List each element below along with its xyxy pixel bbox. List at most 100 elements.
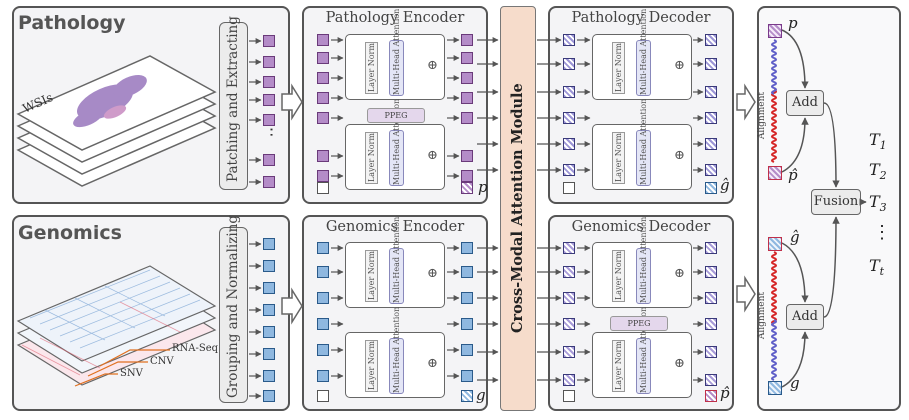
pathology-input-panel bbox=[12, 6, 290, 204]
encoder-output-token-p bbox=[461, 182, 473, 194]
residual-add-icon: ⊕ bbox=[674, 356, 685, 371]
pathology-patch-token bbox=[263, 94, 275, 106]
genomics-title: Genomics bbox=[18, 222, 122, 244]
genomics-group-token bbox=[263, 390, 275, 402]
pathology-encoder-token bbox=[461, 150, 473, 162]
fusion-label-p-hat: p̂ bbox=[788, 166, 798, 184]
layer-norm-label: Layer Norm bbox=[612, 340, 625, 392]
pathology-encoder-title: Pathology Encoder bbox=[325, 10, 465, 26]
genomics-decoder-token bbox=[563, 374, 575, 386]
fusion-token-p bbox=[768, 24, 782, 38]
pathology-patch-token bbox=[263, 56, 275, 68]
ppeg-block: PPEG bbox=[367, 108, 425, 123]
multi-head-attention-label: Multi-Head Attention bbox=[389, 99, 404, 186]
rna-seq-label: RNA-Seq bbox=[172, 343, 219, 354]
genomics-decoder-token bbox=[563, 292, 575, 304]
add-label-bottom: Add bbox=[791, 309, 819, 324]
genomics-group-token bbox=[263, 260, 275, 272]
multi-head-attention-label: Multi-Head Attention bbox=[389, 307, 404, 394]
multi-head-attention-label: Multi-Head Attention bbox=[389, 217, 404, 304]
fusion-label-g: g bbox=[790, 374, 800, 392]
decoder-output-token-g-hat bbox=[705, 182, 717, 194]
genomics-encoder-token bbox=[461, 242, 473, 254]
pathology-patch-token bbox=[263, 154, 275, 166]
layer-norm-label: Layer Norm bbox=[365, 42, 378, 94]
cnv-label: CNV bbox=[150, 356, 174, 367]
task-t3: T3 bbox=[869, 192, 887, 215]
task-ellipsis: ⋮ bbox=[873, 222, 891, 243]
pathology-decoder-token bbox=[563, 164, 575, 176]
genomics-group-token bbox=[263, 238, 275, 250]
genomics-encoder-token bbox=[317, 370, 329, 382]
pathology-encoder-token bbox=[461, 92, 473, 104]
genomics-encoder-token bbox=[317, 292, 329, 304]
genomics-encoder-title: Genomics Encoder bbox=[325, 219, 465, 235]
genomics-encoder-token bbox=[461, 344, 473, 356]
class-token bbox=[317, 390, 329, 402]
genomics-group-token bbox=[263, 304, 275, 316]
multi-head-attention-label: Multi-Head Attention bbox=[636, 307, 651, 394]
layer-norm-label: Layer Norm bbox=[365, 250, 378, 302]
pathology-decoder-token bbox=[705, 112, 717, 124]
pathology-decoder-token bbox=[705, 86, 717, 98]
layer-norm-label: Layer Norm bbox=[365, 340, 378, 392]
genomics-decoder-token bbox=[705, 318, 717, 330]
pathology-encoder-token bbox=[461, 34, 473, 46]
pathology-encoder-token bbox=[461, 72, 473, 84]
pathology-patch-token bbox=[263, 35, 275, 47]
layer-norm-label: Layer Norm bbox=[365, 132, 378, 184]
grouping-normalizing-box bbox=[219, 227, 248, 403]
pathology-decoder-token bbox=[563, 86, 575, 98]
genomics-decoder-token bbox=[563, 242, 575, 254]
grouping-normalizing-label: Grouping and Normalizing bbox=[225, 215, 241, 398]
genomics-group-token bbox=[263, 348, 275, 360]
genomics-encoder-token bbox=[317, 242, 329, 254]
genomics-decoder-token bbox=[563, 266, 575, 278]
pathology-decoder-token bbox=[563, 34, 575, 46]
encoder-output-token-g bbox=[461, 390, 473, 402]
genomics-decoder-token bbox=[705, 292, 717, 304]
pathology-encoder-token bbox=[317, 34, 329, 46]
pathology-encoder-token bbox=[317, 150, 329, 162]
residual-add-icon: ⊕ bbox=[427, 266, 438, 281]
snv-label: SNV bbox=[120, 368, 143, 379]
residual-add-icon: ⊕ bbox=[427, 58, 438, 73]
pathology-encoder-token bbox=[461, 170, 473, 182]
genomics-decoder-title: Genomics Decoder bbox=[571, 219, 711, 235]
fusion-label-p: p bbox=[788, 14, 798, 32]
genomics-decoder-token bbox=[563, 346, 575, 358]
pathology-decoder-token bbox=[563, 112, 575, 124]
pathology-patch-token bbox=[263, 114, 275, 126]
patching-extracting-box bbox=[219, 22, 248, 190]
add-label-top: Add bbox=[791, 95, 819, 110]
task-tt: Tt bbox=[869, 256, 885, 279]
pathology-decoder-token bbox=[563, 138, 575, 150]
layer-norm-label: Layer Norm bbox=[612, 42, 625, 94]
alignment-label-bottom: Alignment bbox=[757, 292, 767, 340]
genomics-decoder-token bbox=[705, 374, 717, 386]
add-node-bottom bbox=[786, 304, 824, 330]
pathology-encoder-token bbox=[461, 112, 473, 124]
pathology-encoder-token bbox=[317, 92, 329, 104]
task-t2: T2 bbox=[869, 160, 887, 183]
pathology-encoder-token bbox=[317, 72, 329, 84]
pathology-patch-token bbox=[263, 76, 275, 88]
decoder-output-g-hat: ĝ bbox=[720, 176, 730, 194]
pathology-patch-token bbox=[263, 176, 275, 188]
genomics-encoder-token bbox=[317, 266, 329, 278]
cross-modal-attention-label: Cross-Modal Attention Module bbox=[509, 83, 526, 334]
residual-add-icon: ⊕ bbox=[674, 58, 685, 73]
alignment-label-top: Alignment bbox=[757, 92, 767, 140]
cross-modal-attention-module bbox=[500, 6, 536, 411]
multi-head-attention-label: Multi-Head Attention bbox=[389, 9, 404, 96]
genomics-encoder-token bbox=[461, 318, 473, 330]
fusion-token-g bbox=[768, 381, 782, 395]
pathology-encoder-token bbox=[461, 52, 473, 64]
multi-head-attention-label: Multi-Head Attention bbox=[636, 9, 651, 96]
genomics-input-panel bbox=[12, 215, 290, 411]
layer-norm-label: Layer Norm bbox=[612, 250, 625, 302]
pathology-encoder-token bbox=[317, 112, 329, 124]
fusion-token-p-hat bbox=[768, 166, 782, 180]
residual-add-icon: ⊕ bbox=[674, 148, 685, 163]
pathology-encoder-token bbox=[317, 52, 329, 64]
